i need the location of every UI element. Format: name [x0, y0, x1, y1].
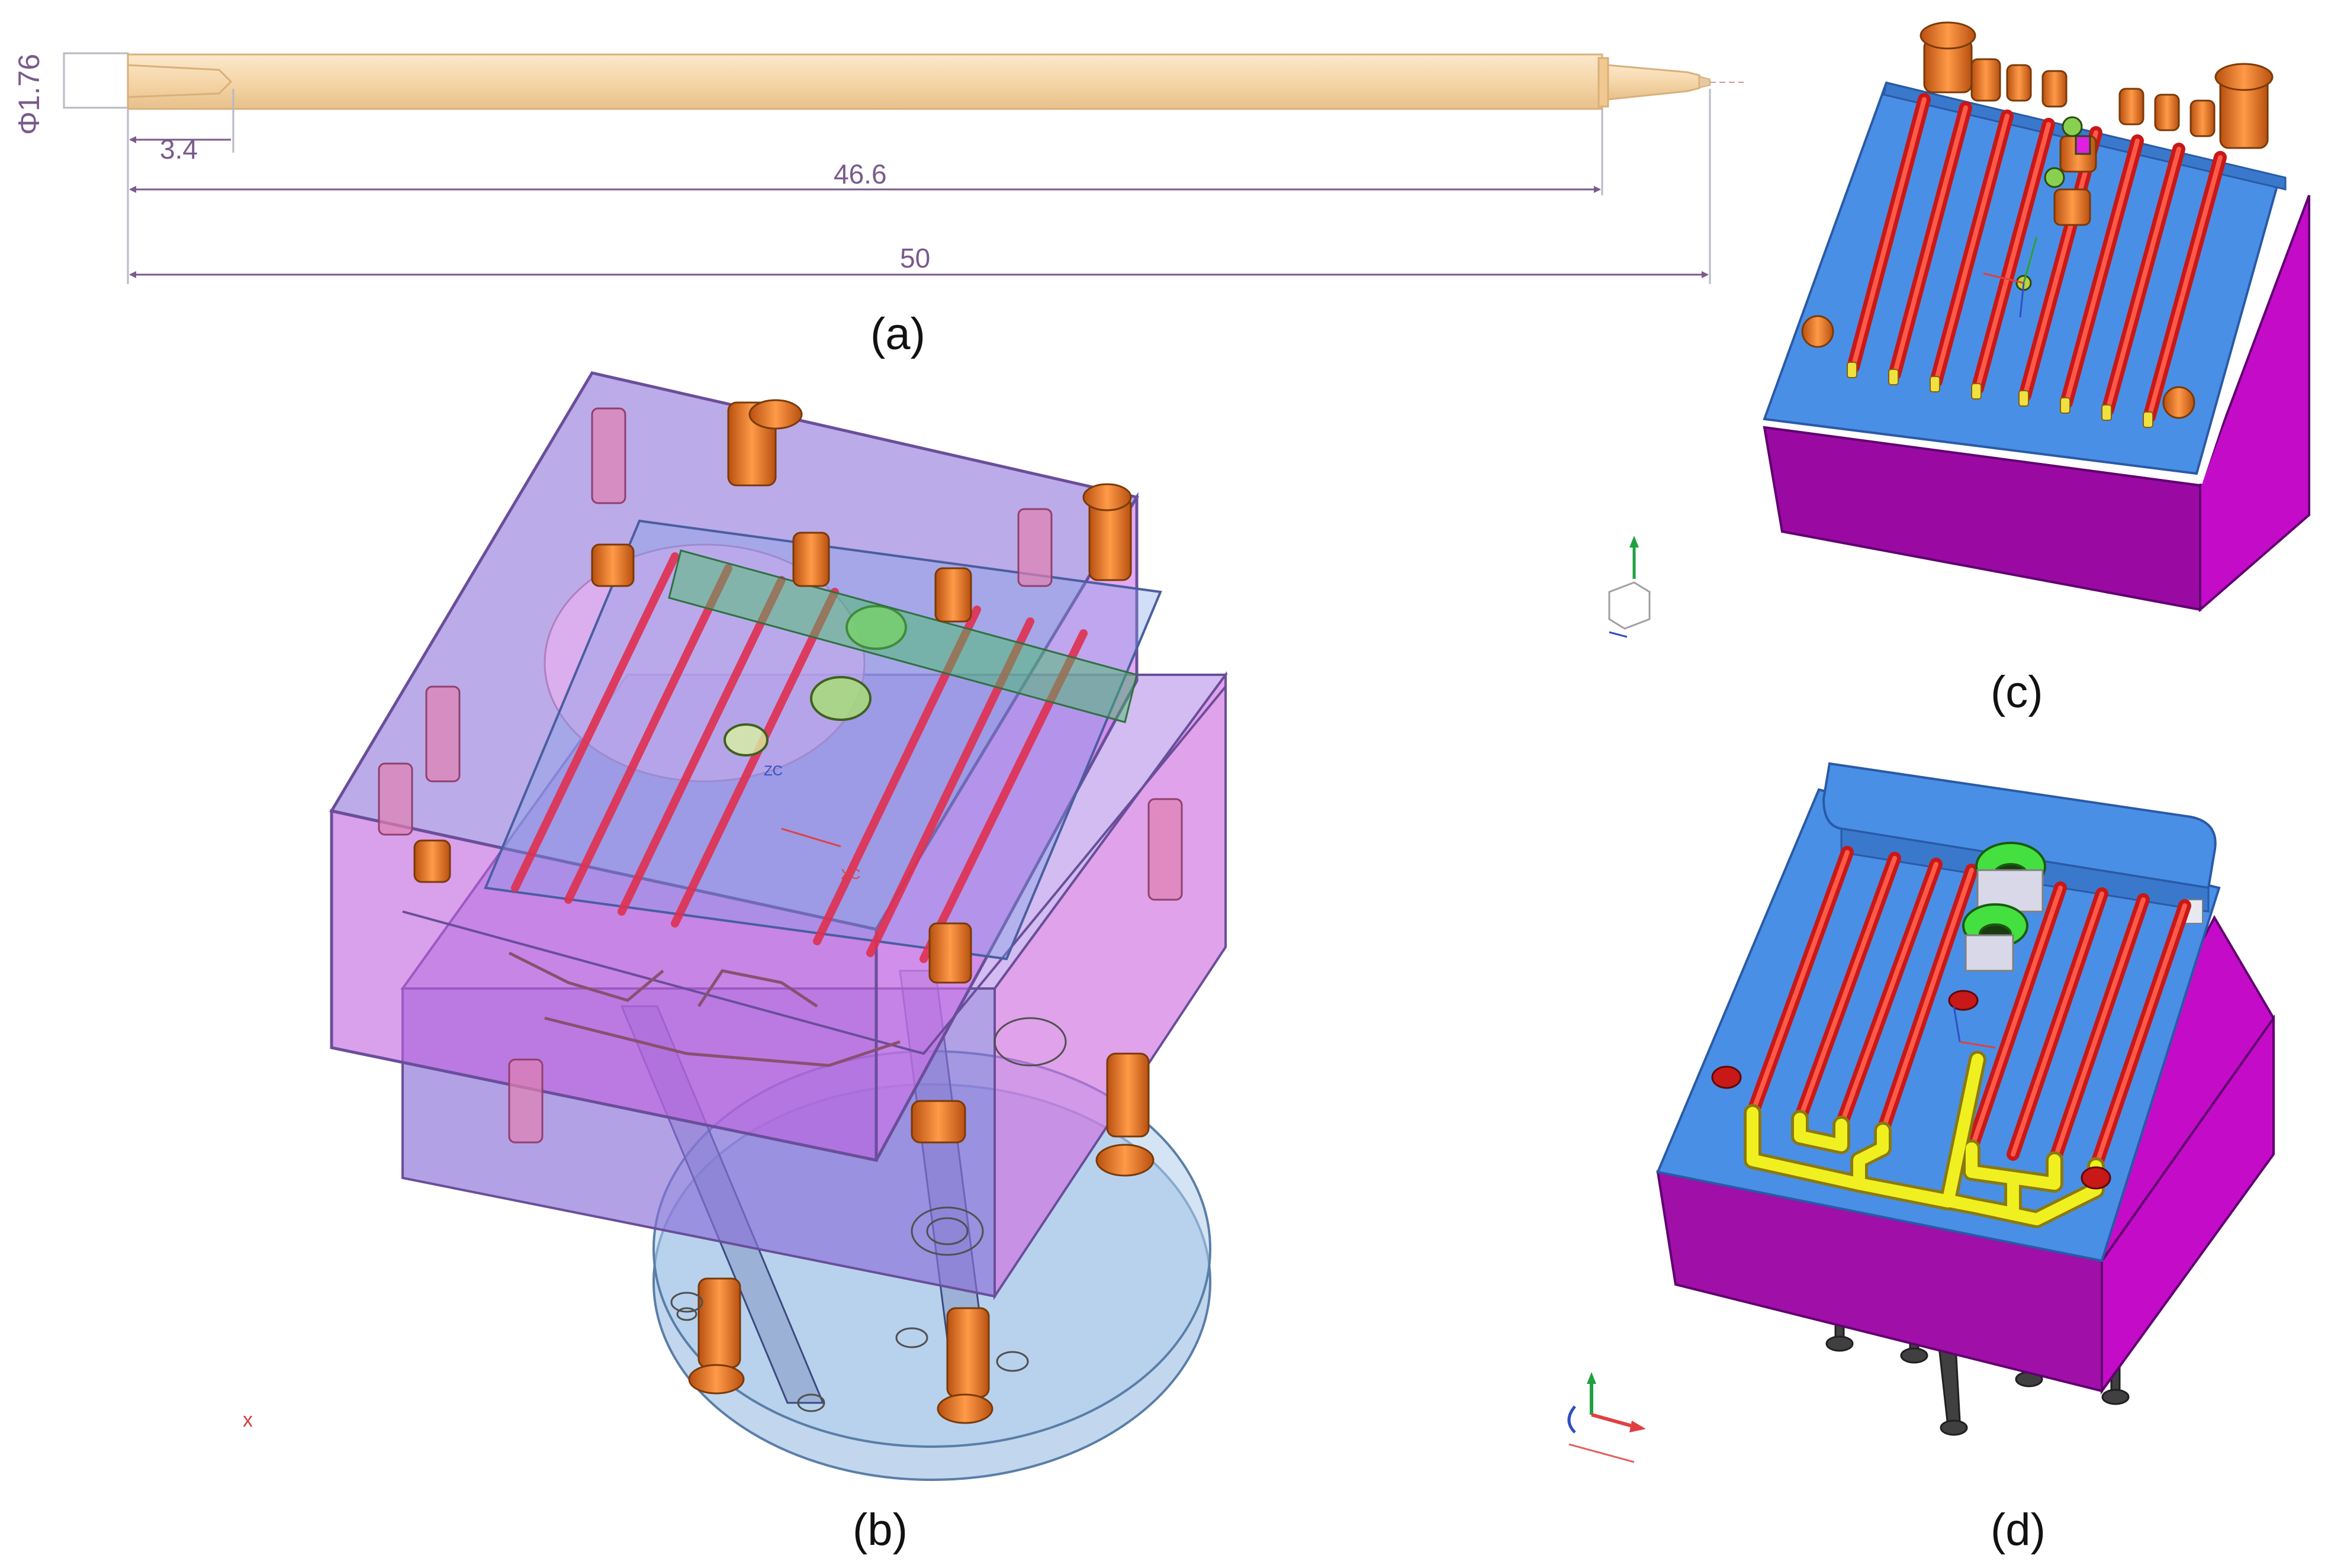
sprue-markers-b [724, 605, 907, 756]
pin-shoulder [1597, 57, 1609, 108]
panel-c: (c) [1608, 21, 2310, 717]
caption-b: (b) [853, 1505, 908, 1555]
sprue-bushings-d [1962, 842, 2046, 972]
triad-d [1953, 1006, 1996, 1049]
runner-network-d [1744, 1051, 2105, 1228]
heater-rods-c [1847, 93, 2227, 423]
view-triad-c [1608, 536, 1651, 638]
side-bar-b [668, 549, 1138, 723]
runner-network-b [508, 951, 901, 1067]
pin-shaft [127, 53, 1603, 110]
panel-b: ZC XC x (b) [243, 371, 1228, 1555]
pin-tip [1607, 64, 1700, 101]
pin-point [1699, 75, 1711, 89]
view-triad-d [1567, 1372, 1646, 1463]
top-bar-d [1822, 762, 2217, 890]
bolt-rings-b [670, 1017, 1067, 1412]
axis-x-label-b: XC [841, 867, 860, 883]
axis-origin-label-b: ZC [764, 763, 783, 779]
panel-d: (d) [1567, 762, 2275, 1555]
triad-c [1983, 236, 2038, 318]
pin-inner-taper [127, 64, 233, 98]
caption-a: (a) [870, 309, 925, 359]
plate-holes-d [1711, 990, 2111, 1190]
heater-rods-b [511, 552, 1088, 963]
dim-label-3-4: 3.4 [160, 134, 198, 165]
dim-label-diameter: Φ1.76 [12, 54, 46, 135]
heater-rods-d [1746, 846, 2191, 1173]
dim-label-46-6: 46.6 [834, 159, 887, 189]
cavity-disc [544, 543, 866, 783]
caption-d: (d) [1991, 1505, 2046, 1555]
dim-label-50: 50 [900, 243, 930, 273]
nozzles-b [413, 399, 1155, 1424]
diameter-bracket [63, 52, 129, 109]
guide-pillars-b [378, 407, 1183, 1144]
corner-mark-b: x [243, 1409, 253, 1431]
mold-right-c [2199, 195, 2310, 613]
panel-a: 3.4 46.6 50 Φ1.76 (a) [12, 52, 1744, 359]
plate-gap-c [1764, 224, 2288, 484]
heater-tips-c [1847, 362, 2153, 428]
axis-x-line-b [781, 828, 841, 848]
caption-c: (c) [1991, 667, 2043, 717]
